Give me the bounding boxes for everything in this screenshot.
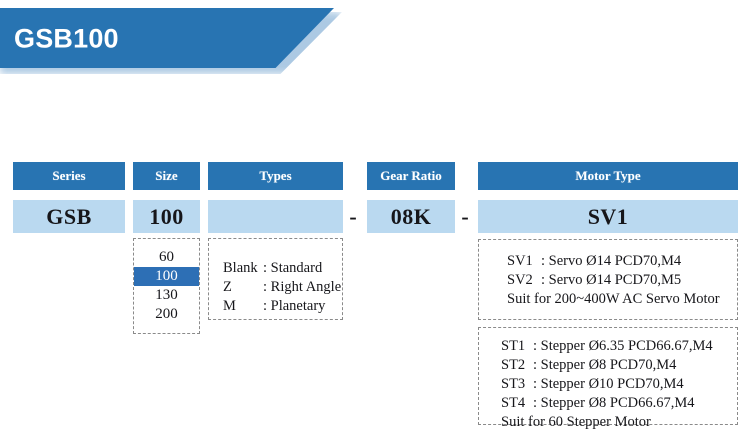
types-options-box: Blank: Standard Z: Right Angle M: Planet… bbox=[208, 238, 343, 320]
value-series[interactable]: GSB bbox=[13, 200, 125, 233]
stepper-motor-options-box: ST1: Stepper Ø6.35 PCD66.67,M4 ST2: Step… bbox=[478, 327, 738, 430]
size-option-item[interactable]: 200 bbox=[155, 306, 178, 322]
separator-dash-1: - bbox=[349, 203, 357, 229]
stepper-option-code: ST3 bbox=[501, 376, 526, 392]
column-header-size: Size bbox=[133, 162, 200, 190]
page-title: GSB100 bbox=[14, 23, 119, 54]
types-option-separator: : bbox=[263, 279, 268, 295]
stepper-suitability-note: Suit for 60 Stepper Motor bbox=[501, 414, 651, 430]
servo-option-separator: : bbox=[541, 272, 546, 288]
column-header-gear-ratio: Gear Ratio bbox=[367, 162, 455, 190]
stepper-option-item: ST1: Stepper Ø6.35 PCD66.67,M4 bbox=[501, 337, 713, 356]
types-option-separator: : bbox=[263, 298, 268, 314]
size-option-list[interactable]: 60 100 130 200 bbox=[134, 248, 199, 324]
stepper-option-separator: : bbox=[533, 395, 538, 411]
types-option-code: Z bbox=[223, 279, 232, 295]
types-option-item: Z: Right Angle bbox=[223, 278, 341, 297]
value-gear-ratio[interactable]: 08K bbox=[367, 200, 455, 233]
stepper-option-code: ST4 bbox=[501, 395, 526, 411]
size-option-item[interactable]: 130 bbox=[155, 287, 178, 303]
column-header-motor-type: Motor Type bbox=[478, 162, 738, 190]
size-options-box: 60 100 130 200 bbox=[133, 238, 200, 334]
column-header-series: Series bbox=[13, 162, 125, 190]
types-option-code: M bbox=[223, 298, 236, 314]
servo-motor-options-box: SV1: Servo Ø14 PCD70,M4 SV2: Servo Ø14 P… bbox=[478, 239, 738, 320]
servo-option-item: SV2: Servo Ø14 PCD70,M5 bbox=[507, 271, 720, 290]
separator-dash-2: - bbox=[461, 203, 469, 229]
stepper-option-item: ST2: Stepper Ø8 PCD70,M4 bbox=[501, 356, 713, 375]
servo-option-code: SV1 bbox=[507, 253, 533, 269]
stepper-option-desc: Stepper Ø8 PCD70,M4 bbox=[540, 357, 677, 373]
value-motor-type[interactable]: SV1 bbox=[478, 200, 738, 233]
servo-option-code: SV2 bbox=[507, 272, 533, 288]
servo-suitability-note: Suit for 200~400W AC Servo Motor bbox=[507, 291, 720, 307]
stepper-option-separator: : bbox=[533, 376, 538, 392]
value-size[interactable]: 100 bbox=[133, 200, 200, 233]
stepper-option-separator: : bbox=[533, 338, 538, 354]
stepper-option-separator: : bbox=[533, 357, 538, 373]
types-option-item: Blank: Standard bbox=[223, 259, 341, 278]
types-option-code: Blank bbox=[223, 260, 258, 276]
stepper-option-desc: Stepper Ø8 PCD66.67,M4 bbox=[540, 395, 695, 411]
types-option-desc: Standard bbox=[270, 260, 323, 276]
servo-option-item: SV1: Servo Ø14 PCD70,M4 bbox=[507, 252, 720, 271]
stepper-option-item: ST4: Stepper Ø8 PCD66.67,M4 bbox=[501, 394, 713, 413]
stepper-option-code: ST2 bbox=[501, 357, 526, 373]
stepper-option-code: ST1 bbox=[501, 338, 526, 354]
types-option-desc: Right Angle bbox=[270, 279, 342, 295]
types-option-list: Blank: Standard Z: Right Angle M: Planet… bbox=[223, 259, 341, 316]
size-option-item[interactable]: 60 bbox=[159, 249, 174, 265]
stepper-option-desc: Stepper Ø6.35 PCD66.67,M4 bbox=[540, 338, 713, 354]
servo-option-desc: Servo Ø14 PCD70,M5 bbox=[548, 272, 682, 288]
servo-option-separator: : bbox=[541, 253, 546, 269]
stepper-option-desc: Stepper Ø10 PCD70,M4 bbox=[540, 376, 684, 392]
column-header-types: Types bbox=[208, 162, 343, 190]
value-types[interactable] bbox=[208, 200, 343, 233]
types-option-item: M: Planetary bbox=[223, 297, 341, 316]
stepper-option-list: ST1: Stepper Ø6.35 PCD66.67,M4 ST2: Step… bbox=[501, 337, 713, 432]
servo-option-list: SV1: Servo Ø14 PCD70,M4 SV2: Servo Ø14 P… bbox=[507, 252, 720, 309]
types-option-separator: : bbox=[263, 260, 268, 276]
size-option-item-selected[interactable]: 100 bbox=[134, 267, 199, 286]
types-option-desc: Planetary bbox=[270, 298, 326, 314]
banner-shape bbox=[0, 8, 334, 68]
page-banner: GSB100 bbox=[0, 8, 370, 74]
servo-option-desc: Servo Ø14 PCD70,M4 bbox=[548, 253, 682, 269]
stepper-option-item: ST3: Stepper Ø10 PCD70,M4 bbox=[501, 375, 713, 394]
